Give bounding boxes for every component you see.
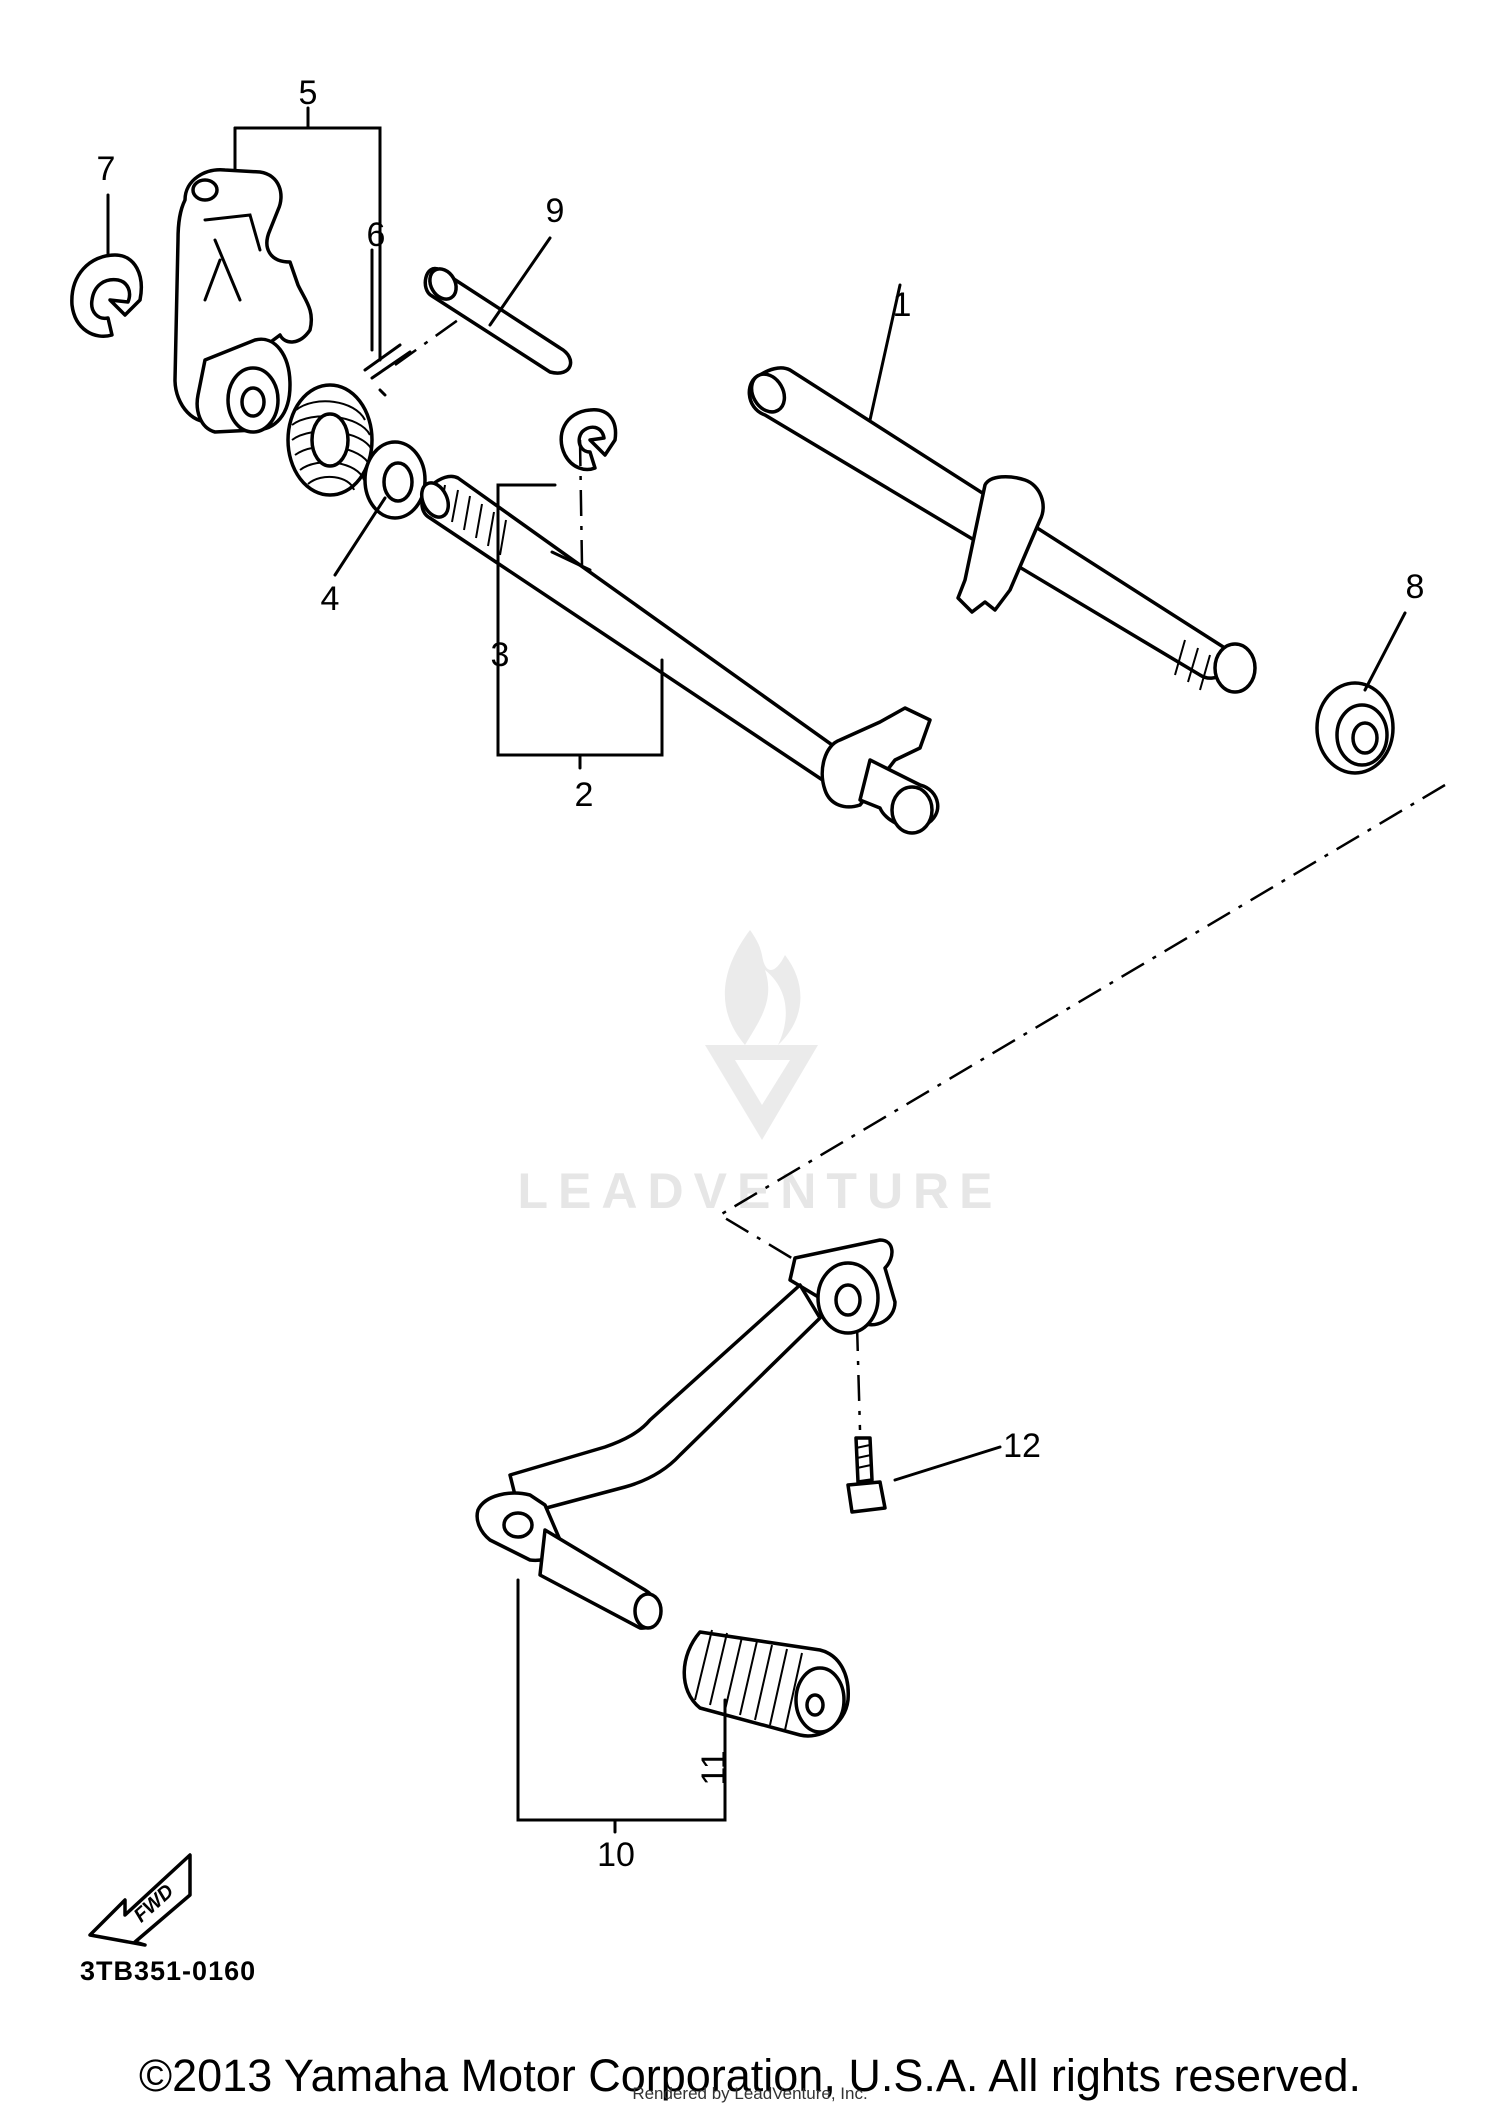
watermark: LEADVENTURE [517, 930, 1002, 1219]
callout-6: 6 [367, 216, 386, 254]
callout-12: 12 [1003, 1427, 1041, 1465]
part-7-circlip [70, 253, 143, 338]
callout-5: 5 [299, 74, 318, 112]
watermark-flame-icon [724, 930, 801, 1045]
callout-3: 3 [491, 636, 510, 674]
part-1-fork-shaft [747, 366, 1257, 694]
part-12-bolt [846, 1436, 887, 1514]
callout-1: 1 [893, 286, 912, 324]
fwd-arrow-icon: FWD [88, 1853, 192, 1947]
callout-9: 9 [546, 192, 565, 230]
part-3-circlip [559, 408, 618, 472]
rendered-by-notice: Rendered by LeadVenture, Inc. [632, 2084, 868, 2103]
callout-2: 2 [575, 776, 594, 814]
assembly-lines [394, 313, 1446, 1431]
watermark-v-icon [705, 1045, 818, 1140]
part-6-torsion-spring [286, 343, 412, 497]
callouts: 1 2 3 4 5 6 7 8 9 10 11 12 [97, 74, 1425, 1874]
callout-10: 10 [597, 1836, 635, 1874]
watermark-text: LEADVENTURE [517, 1163, 1002, 1219]
part-10-shift-pedal [475, 1238, 897, 1630]
callout-11: 11 [695, 1750, 733, 1785]
diagram-code: 3TB351-0160 [80, 1956, 256, 1986]
callout-4: 4 [321, 580, 340, 618]
part-9-pin [423, 266, 573, 375]
callout-7: 7 [97, 150, 116, 188]
part-4-washer [363, 440, 427, 520]
part-2-shift-shaft [419, 474, 940, 835]
callout-8: 8 [1406, 568, 1425, 606]
copyright-notice: ©2013 Yamaha Motor Corporation, U.S.A. A… [138, 2050, 1362, 2101]
leader-lines [106, 106, 1407, 1834]
part-11-pedal-rubber [682, 1629, 850, 1738]
part-5-shift-arm [173, 168, 313, 434]
part-8-oil-seal [1315, 681, 1395, 775]
